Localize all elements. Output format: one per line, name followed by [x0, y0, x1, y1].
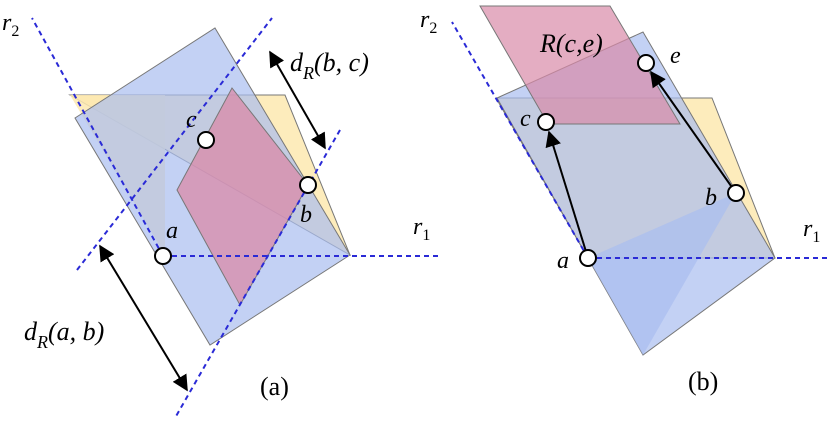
label-b-a: b: [300, 202, 312, 228]
label-e-b: e: [670, 43, 681, 69]
panel-a: a b c r2 r1 dR(b, c) dR(a, b) (a): [2, 10, 440, 419]
label-d-bc: dR(b, c): [290, 48, 369, 83]
arrow-b-e: [650, 70, 737, 194]
point-a-a: [154, 247, 172, 265]
label-r1-b: r1: [803, 216, 820, 246]
point-e-b: [637, 54, 655, 72]
label-c-a: c: [186, 107, 197, 133]
label-d-ab: dR(a, b): [24, 317, 104, 352]
label-a-a: a: [166, 218, 178, 244]
label-r2-a: r2: [2, 10, 19, 40]
point-b-b: [727, 184, 745, 202]
ray-r2-a: [31, 17, 164, 257]
dashed-line-left-a: [76, 17, 273, 271]
label-region-rce: R(c,e): [539, 29, 603, 58]
point-a-b: [579, 249, 597, 267]
pink-region-b: [479, 5, 681, 125]
label-r1-a: r1: [413, 214, 430, 244]
label-c-b: c: [520, 106, 531, 132]
panel-b: a b c e r2 r1 R(c,e) (b): [420, 5, 830, 396]
ray-r2-b: [451, 21, 589, 259]
blue-region-b-lower: [588, 193, 736, 355]
arrow-d-bc: [269, 50, 326, 150]
label-r2-b: r2: [420, 7, 437, 37]
label-a-b: a: [557, 248, 569, 274]
arrow-a-c: [545, 130, 589, 259]
label-b-b: b: [705, 185, 717, 211]
point-b-a: [299, 176, 317, 194]
arrow-d-ab: [99, 244, 188, 392]
point-c-b: [537, 113, 555, 131]
caption-b: (b): [688, 367, 718, 396]
point-c-a: [197, 131, 215, 149]
caption-a: (a): [260, 372, 289, 401]
